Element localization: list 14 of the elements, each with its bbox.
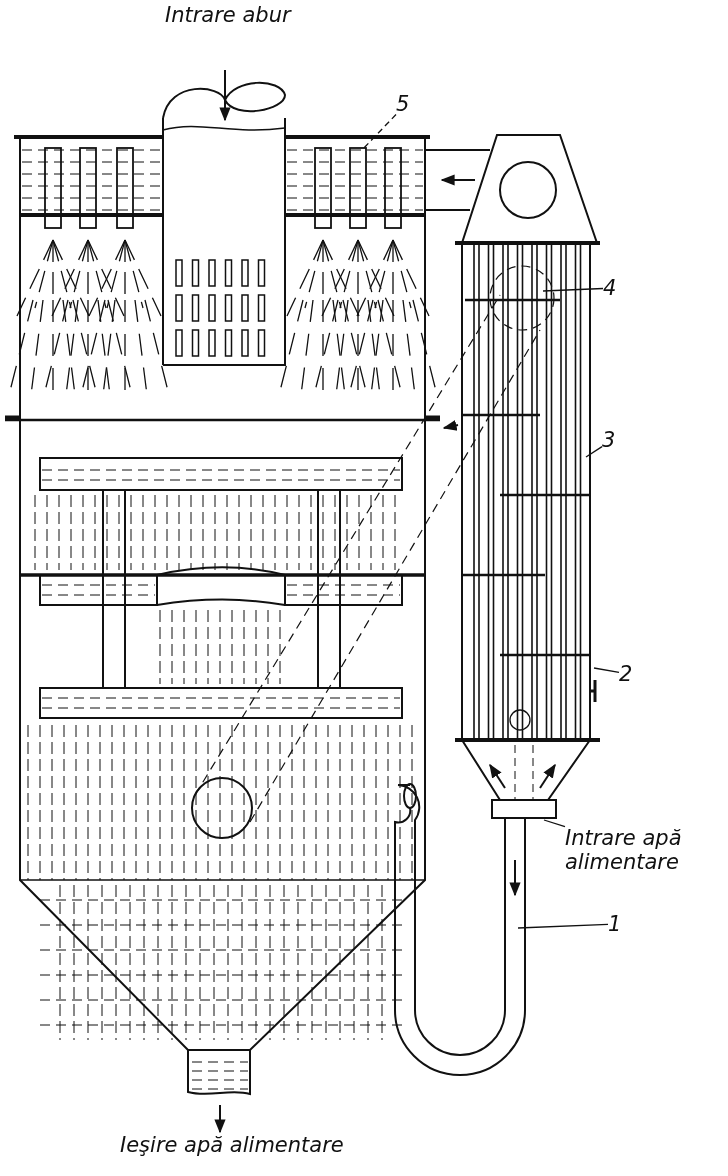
flow-label: Ieşire apă alimentare [120, 1133, 345, 1158]
callout-label: 2 [619, 662, 639, 687]
leader-line [585, 445, 603, 458]
leader-line [542, 287, 604, 292]
leader-line [517, 923, 609, 929]
callout-label: Intrare apă alimentare [565, 826, 715, 875]
leader-line [361, 113, 397, 151]
flow-label: Intrare abur [165, 3, 293, 28]
leader-line [593, 667, 620, 673]
callout-label: 5 [396, 92, 416, 117]
callout-label: 3 [602, 428, 622, 453]
leader-line [543, 819, 566, 828]
callout-label: 1 [608, 912, 624, 937]
callout-label: 4 [603, 276, 623, 301]
